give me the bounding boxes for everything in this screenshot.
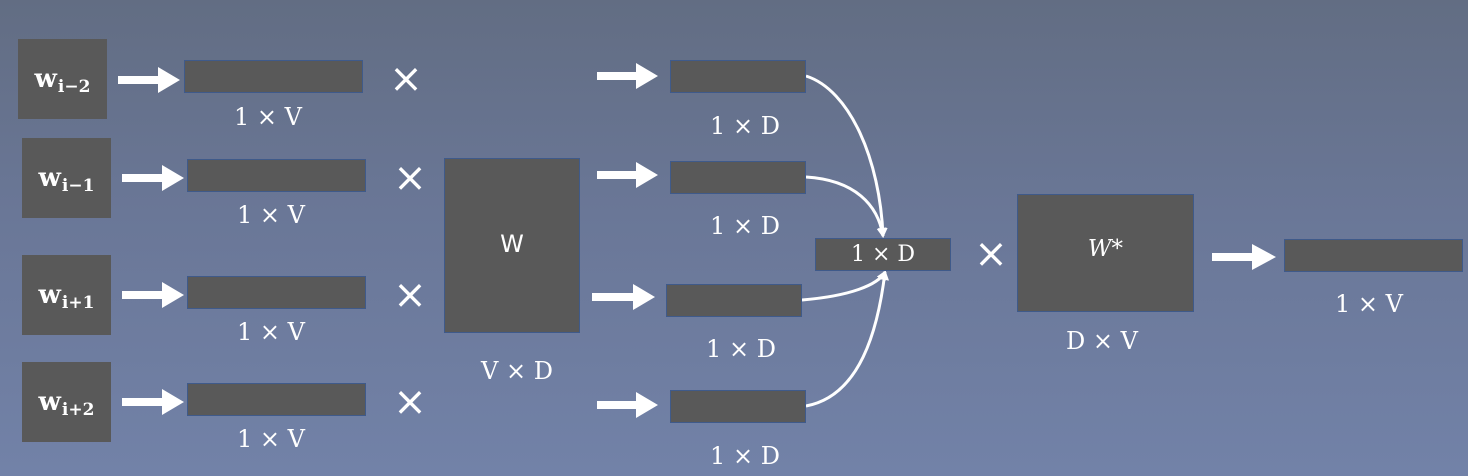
output-weight-matrix-name: W* [1087, 236, 1124, 262]
aggregation-arrows [801, 74, 890, 408]
embed-arrows [592, 63, 658, 418]
onehot-vector [187, 383, 366, 416]
input-weight-matrix-name: W [500, 229, 524, 258]
onehot-dims-label: 1 × V [237, 425, 305, 453]
input-arrows [118, 67, 184, 415]
embed-arrow [597, 63, 658, 89]
embedding-dims-label: 1 × D [710, 442, 780, 470]
onehot-vector [187, 159, 366, 192]
output-vector [1284, 239, 1463, 272]
onehot-dims-label: 1 × V [234, 103, 302, 131]
multiply-sign: × [393, 379, 427, 425]
embedding-vector [670, 390, 806, 423]
input-arrow [118, 67, 180, 93]
onehot-dims-label: 1 × V [237, 318, 305, 346]
input-arrow [122, 165, 184, 191]
onehot-vector [184, 60, 363, 93]
multiply-sign: × [393, 272, 427, 318]
input-arrow [122, 282, 184, 308]
multiply-sign: × [393, 155, 427, 201]
hidden-vector: 1 × D [815, 238, 951, 271]
input-weight-matrix: W [444, 158, 580, 333]
embedding-dims-label: 1 × D [706, 335, 776, 363]
embedding-vector [666, 284, 802, 317]
output-weight-matrix: W* [1017, 194, 1194, 312]
output-weight-matrix-dims: D × V [1066, 327, 1138, 355]
hidden-vector-label: 1 × D [850, 242, 916, 267]
multiply-sign: × [974, 231, 1008, 277]
input-weight-matrix-dims: V × D [481, 357, 553, 385]
aggregate-arrow [805, 175, 887, 238]
embedding-dims-label: 1 × D [710, 112, 780, 140]
multiply-sign: × [389, 56, 423, 102]
embedding-vector [670, 60, 806, 93]
embedding-vector [670, 161, 806, 194]
input-arrow [122, 389, 184, 415]
embedding-dims-label: 1 × D [710, 212, 780, 240]
embed-arrow [597, 162, 658, 188]
aggregate-arrow [805, 270, 890, 408]
embed-arrow [592, 284, 655, 310]
output-arrow [1212, 244, 1276, 270]
onehot-vector [187, 276, 366, 309]
aggregate-arrow [801, 270, 887, 302]
onehot-dims-label: 1 × V [237, 201, 305, 229]
aggregate-arrow [805, 74, 888, 238]
embed-arrow [597, 392, 658, 418]
output-dims-label: 1 × V [1335, 290, 1403, 318]
